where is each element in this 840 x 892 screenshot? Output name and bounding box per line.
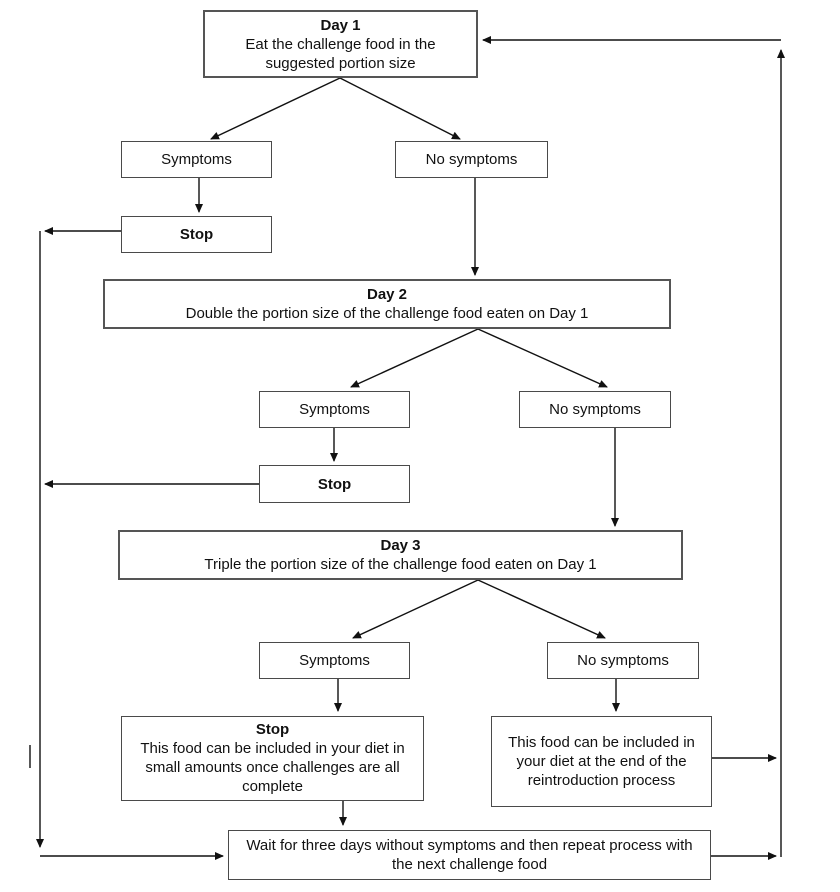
node-no-symptoms-day1: No symptoms (395, 141, 548, 178)
connector-day1-to-symptoms1 (210, 77, 341, 140)
node-include-end-text: This food can be included in your diet a… (508, 734, 695, 789)
connector-day2-to-symptoms2 (350, 328, 479, 388)
node-wait-repeat: Wait for three days without symptoms and… (228, 830, 711, 880)
connector-day3-to-no-symptoms3 (477, 579, 606, 639)
node-no-symptoms-day2-label: No symptoms (549, 401, 641, 418)
node-symptoms-day3-label: Symptoms (299, 652, 370, 669)
connector-day1-to-no-symptoms1 (339, 77, 461, 140)
node-symptoms-day1: Symptoms (121, 141, 272, 178)
node-wait-repeat-text: Wait for three days without symptoms and… (246, 837, 693, 873)
node-symptoms-day2: Symptoms (259, 391, 410, 428)
node-no-symptoms-day1-label: No symptoms (425, 151, 518, 168)
node-stop-day1: Stop (121, 216, 272, 253)
node-stop-day1-label: Stop (179, 226, 214, 243)
node-include-end: This food can be included in your diet a… (491, 716, 712, 807)
node-no-symptoms-day2: No symptoms (519, 391, 671, 428)
node-stop-final: Stop This food can be included in your d… (121, 716, 424, 801)
node-day1-title: Day 1 (320, 16, 361, 34)
node-day3: Day 3 Triple the portion size of the cha… (118, 530, 683, 580)
node-day2-title: Day 2 (366, 286, 408, 303)
node-stop-final-text: This food can be included in your diet i… (140, 740, 405, 795)
node-day2: Day 2 Double the portion size of the cha… (103, 279, 671, 329)
connector-day3-to-symptoms3 (352, 579, 479, 639)
node-day3-text: Triple the portion size of the challenge… (204, 556, 597, 573)
node-day1: Day 1 Eat the challenge food in the sugg… (203, 10, 478, 78)
node-symptoms-day1-label: Symptoms (161, 151, 232, 168)
node-stop-final-title: Stop (255, 721, 290, 738)
node-stop-day2: Stop (259, 465, 410, 503)
node-symptoms-day3: Symptoms (259, 642, 410, 679)
node-stop-day2-label: Stop (317, 475, 352, 493)
node-no-symptoms-day3-label: No symptoms (577, 652, 669, 669)
node-day1-text: Eat the challenge food in the suggested … (245, 35, 436, 72)
node-day3-title: Day 3 (380, 537, 421, 554)
connector-day2-to-no-symptoms2 (477, 328, 608, 388)
node-symptoms-day2-label: Symptoms (299, 401, 370, 418)
node-day2-text: Double the portion size of the challenge… (185, 305, 589, 322)
node-no-symptoms-day3: No symptoms (547, 642, 699, 679)
